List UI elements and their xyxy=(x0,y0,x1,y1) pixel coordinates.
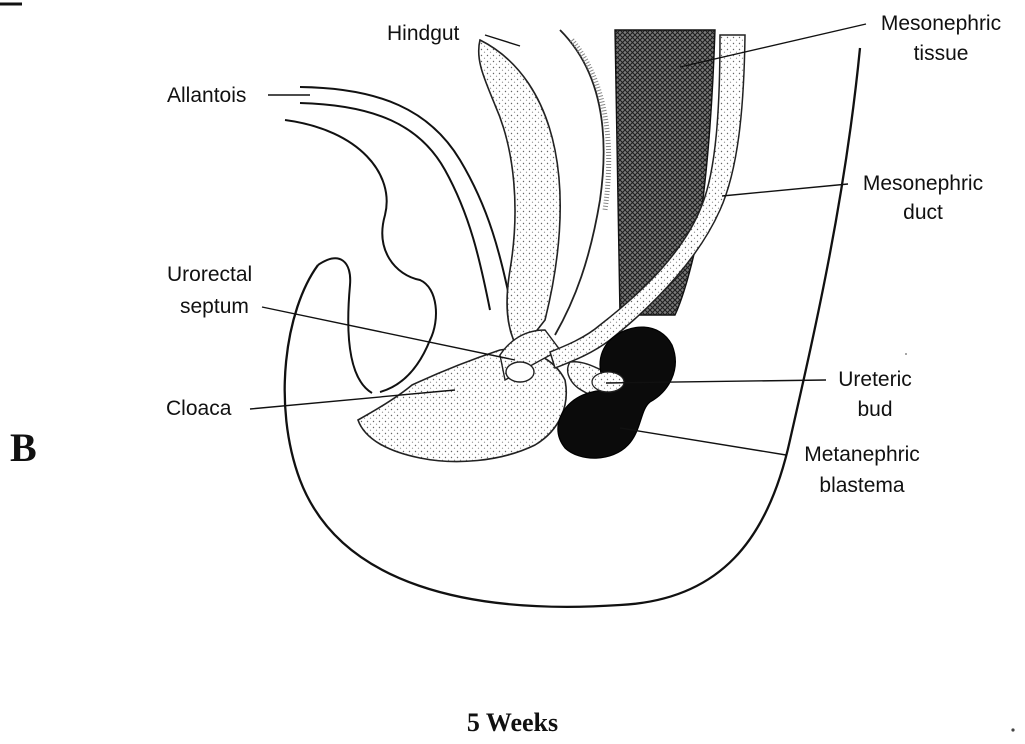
tail-fold-outline xyxy=(285,120,436,392)
leader-mesonephric-duct xyxy=(722,184,848,196)
label-ureteric-bud-line1: Ureteric xyxy=(820,368,930,392)
label-urorectal-septum-line1: Urorectal xyxy=(167,263,252,287)
label-metanephric-blastema-line1: Metanephric xyxy=(782,443,942,467)
hindgut-outer-wall xyxy=(555,30,604,335)
body-wall-outline xyxy=(285,48,860,607)
label-mesonephric-tissue-line2: tissue xyxy=(866,42,1016,66)
hindgut-shape xyxy=(479,40,561,352)
label-mesonephric-tissue-line1: Mesonephric xyxy=(866,12,1016,36)
label-mesonephric-duct-line2: duct xyxy=(848,201,998,225)
speck-2 xyxy=(905,353,907,355)
hindgut-inner-wall xyxy=(572,40,609,210)
septum-opening xyxy=(506,362,534,382)
label-cloaca: Cloaca xyxy=(166,397,231,421)
label-hindgut: Hindgut xyxy=(387,22,459,46)
leader-metanephric-blastema xyxy=(620,428,786,455)
panel-letter: B xyxy=(10,426,37,470)
allantois-outline xyxy=(300,87,510,300)
cloaca-shape xyxy=(358,349,566,461)
figure-caption: 5 Weeks xyxy=(0,708,1025,738)
leader-hindgut xyxy=(485,35,520,46)
cloacal-membrane-outline xyxy=(318,258,372,393)
blastema-bud-cap xyxy=(592,372,624,392)
label-metanephric-blastema-line2: blastema xyxy=(782,474,942,498)
label-urorectal-septum-line2: septum xyxy=(180,295,249,319)
leader-urorectal-septum xyxy=(262,307,515,360)
label-mesonephric-duct-line1: Mesonephric xyxy=(848,172,998,196)
label-ureteric-bud-line2: bud xyxy=(820,398,930,422)
allantois-outline-inner xyxy=(300,103,490,310)
label-allantois: Allantois xyxy=(167,84,246,108)
